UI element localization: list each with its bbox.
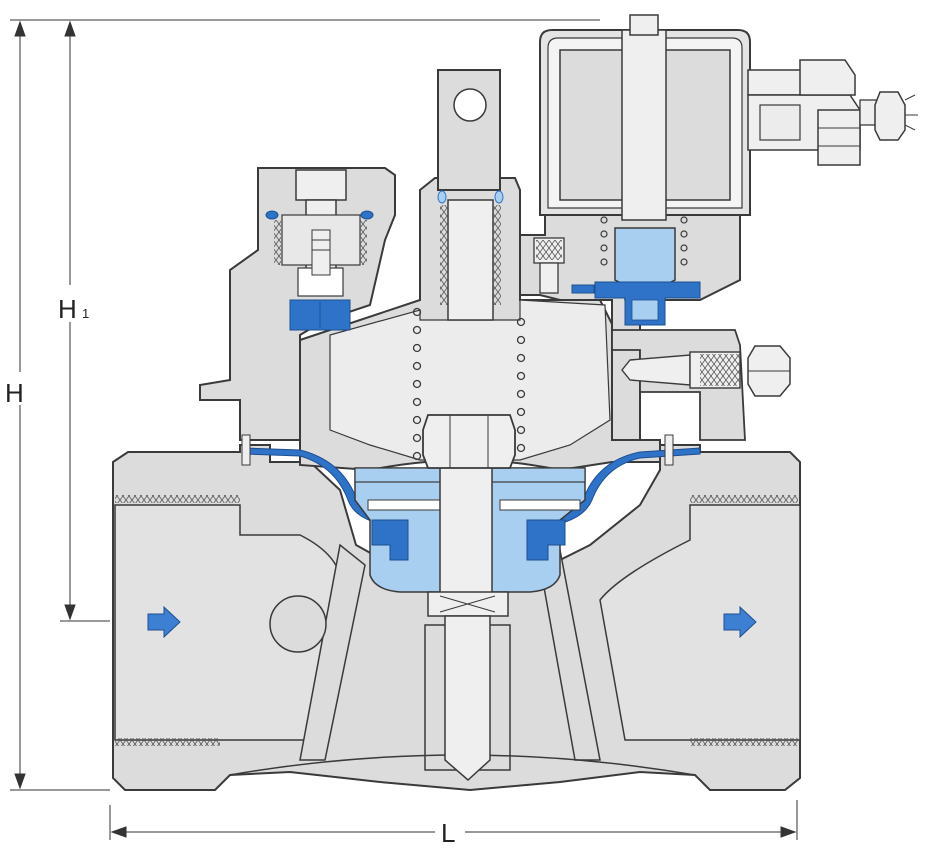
stud	[447, 199, 494, 321]
outlet-thread-bottom	[690, 738, 798, 746]
stud-thread-left	[440, 205, 448, 305]
inlet-thread-top	[115, 495, 240, 503]
flow-out-arrow-icon	[723, 605, 757, 639]
adjust-screw	[533, 237, 565, 294]
seal-left	[371, 519, 409, 561]
o-ring-stud-right	[494, 190, 504, 204]
solenoid-coil	[539, 14, 751, 221]
flow-in-arrow-icon	[147, 605, 181, 639]
pilot-thread-left	[274, 220, 281, 265]
seal-right	[526, 519, 566, 561]
stem-tip	[444, 615, 491, 782]
stud-thread-right	[493, 205, 501, 305]
central-stem	[439, 459, 493, 611]
plunger-seal-left-lip	[571, 284, 595, 294]
needle-valve	[621, 345, 791, 397]
main-spring	[412, 307, 526, 461]
plunger-seal-inner	[631, 299, 659, 321]
dimension-label-h: H	[5, 378, 24, 408]
pilot-thread-right	[360, 220, 367, 265]
manual-pilot	[265, 169, 374, 297]
outlet-thread-top	[690, 495, 798, 503]
dimension-label-h1-subscript: 1	[82, 306, 89, 321]
o-ring-stud-left	[437, 190, 447, 204]
stem-nut	[422, 414, 516, 469]
dimension-lines	[10, 19, 798, 840]
lifting-eye	[437, 69, 501, 191]
flange-bolt-right	[664, 434, 674, 466]
electrical-connector	[747, 59, 918, 166]
flange-bolt-left	[241, 434, 251, 466]
dimension-label-l: L	[441, 818, 455, 848]
dimension-label-h1: H	[58, 294, 77, 324]
inlet-thread-bottom	[115, 738, 220, 746]
piston-slot-right	[499, 499, 581, 511]
plunger-spring	[600, 216, 688, 266]
